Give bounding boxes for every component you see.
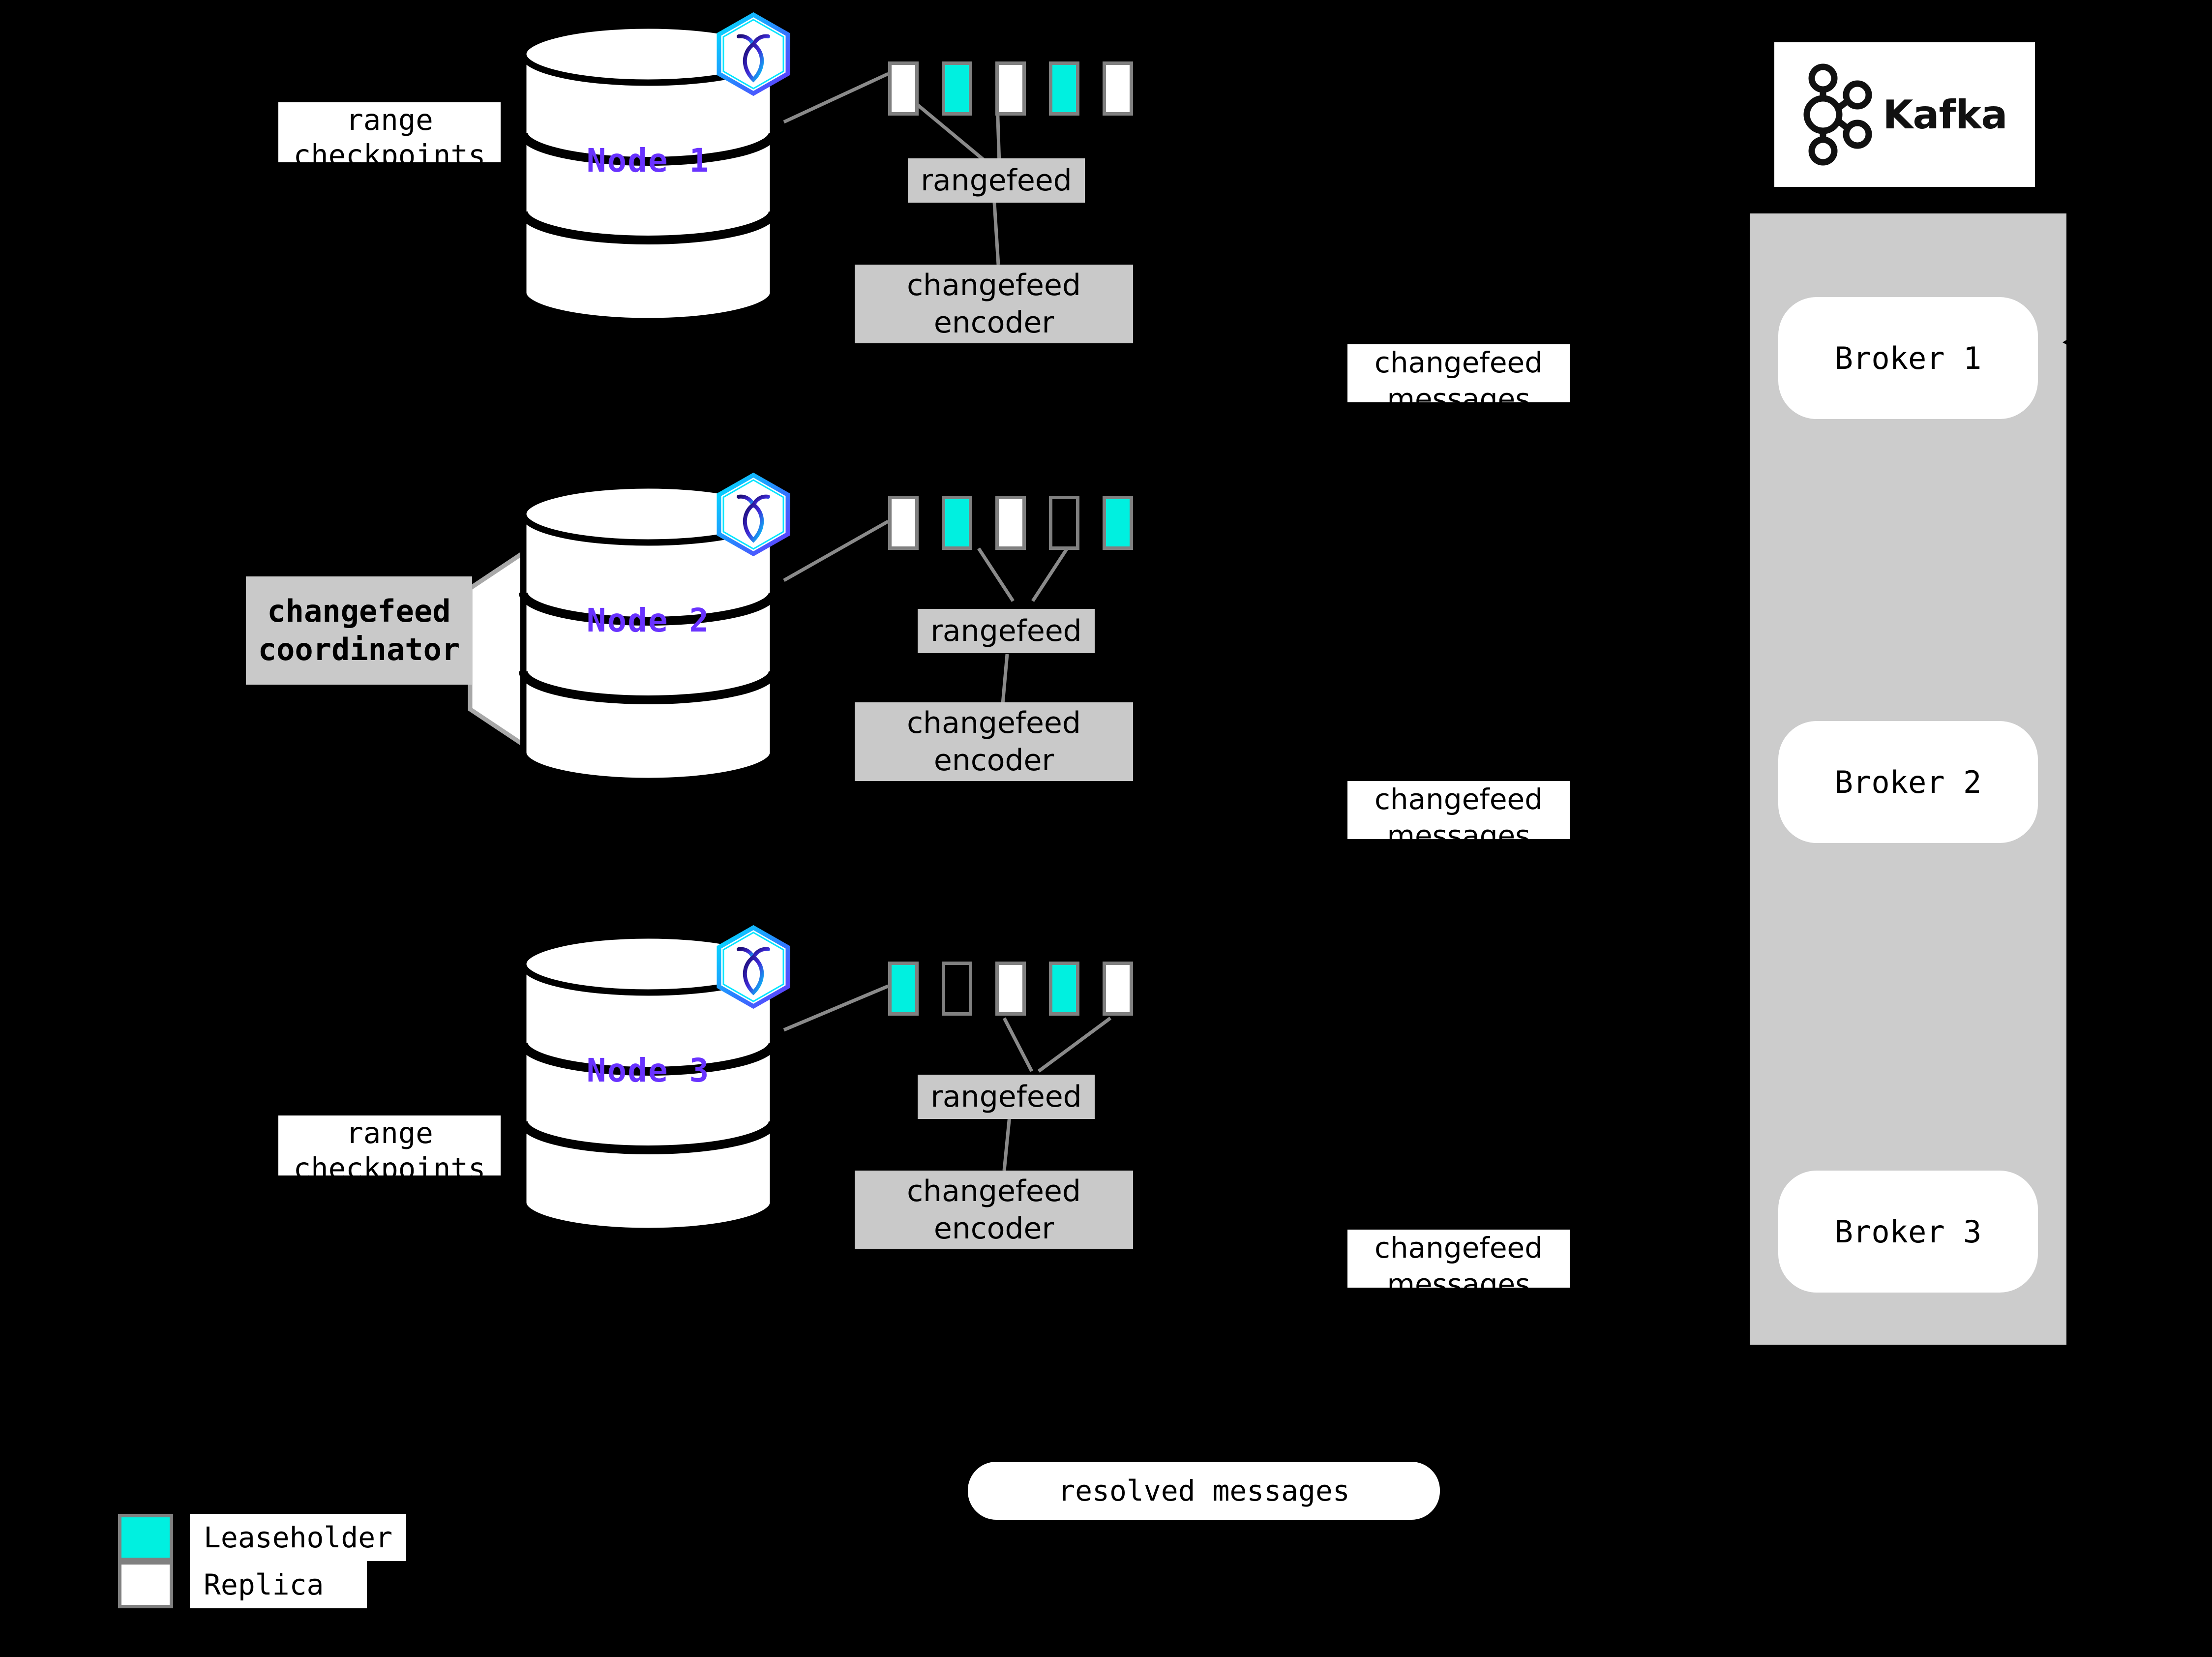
kafka-logo: Kafka [1774,42,2035,187]
range-box-leaseholder [942,496,972,550]
kafka-glyph-icon [1803,63,1872,166]
node-1-label: Node 1 [586,142,710,180]
rangefeed-box-node1[interactable]: rangefeed [908,158,1085,203]
legend-swatch-leaseholder [118,1514,173,1561]
broker-1[interactable]: Broker 1 [1778,297,2038,419]
cockroachdb-hexagon-logo [713,11,794,99]
cockroachdb-hexagon-logo [713,924,794,1012]
kafka-wordmark: Kafka [1883,91,2008,138]
range-box-leaseholder [1049,962,1079,1016]
changefeed-encoder-box-node2[interactable]: changefeed encoder [855,702,1133,781]
range-checkpoints-label-node1: range checkpoints [278,102,501,162]
resolved-messages-pill: resolved messages [968,1462,1440,1520]
legend: Leaseholder Replica [118,1514,462,1627]
changefeed-coordinator-box[interactable]: changefeed coordinator [246,576,472,685]
rangefeed-box-node3[interactable]: rangefeed [918,1075,1095,1119]
range-box-empty [1049,496,1079,550]
range-box-replica [1103,962,1133,1016]
rangefeed-box-node2[interactable]: rangefeed [918,609,1095,653]
node-3-range-row [888,962,1144,1021]
node-3-cylinder: Node 3 [515,934,781,1235]
node-3-label: Node 3 [586,1052,710,1089]
cockroachdb-hexagon-logo [713,471,794,560]
node-2-label: Node 2 [586,602,710,639]
range-box-replica [995,496,1026,550]
changefeed-encoder-box-node1[interactable]: changefeed encoder [855,265,1133,343]
node-2-range-row [888,496,1144,555]
changefeed-messages-label-node1: changefeed messages [1347,344,1570,402]
changefeed-encoder-box-node3[interactable]: changefeed encoder [855,1171,1133,1249]
range-box-replica [995,61,1026,116]
range-box-replica [888,496,919,550]
changefeed-messages-label-node3: changefeed messages [1347,1230,1570,1288]
legend-label-replica: Replica [190,1561,367,1608]
legend-label-leaseholder: Leaseholder [190,1514,406,1561]
range-box-leaseholder [1049,61,1079,116]
node-1-cylinder: Node 1 [515,25,781,325]
range-box-replica [1103,61,1133,116]
broker-2[interactable]: Broker 2 [1778,721,2038,843]
range-box-empty [942,962,972,1016]
range-box-leaseholder [942,61,972,116]
kafka-cluster-panel: Broker 1 Broker 2 Broker 3 [1750,213,2066,1345]
broker-3[interactable]: Broker 3 [1778,1171,2038,1293]
range-box-leaseholder [888,962,919,1016]
incoming-arrow-icon [2063,331,2081,353]
node-1-range-row [888,61,1144,121]
changefeed-messages-label-node2: changefeed messages [1347,781,1570,839]
range-box-replica [995,962,1026,1016]
legend-swatch-replica [118,1561,173,1608]
range-box-replica [888,61,919,116]
range-box-leaseholder [1103,496,1133,550]
range-checkpoints-label-node3: range checkpoints [278,1115,501,1175]
